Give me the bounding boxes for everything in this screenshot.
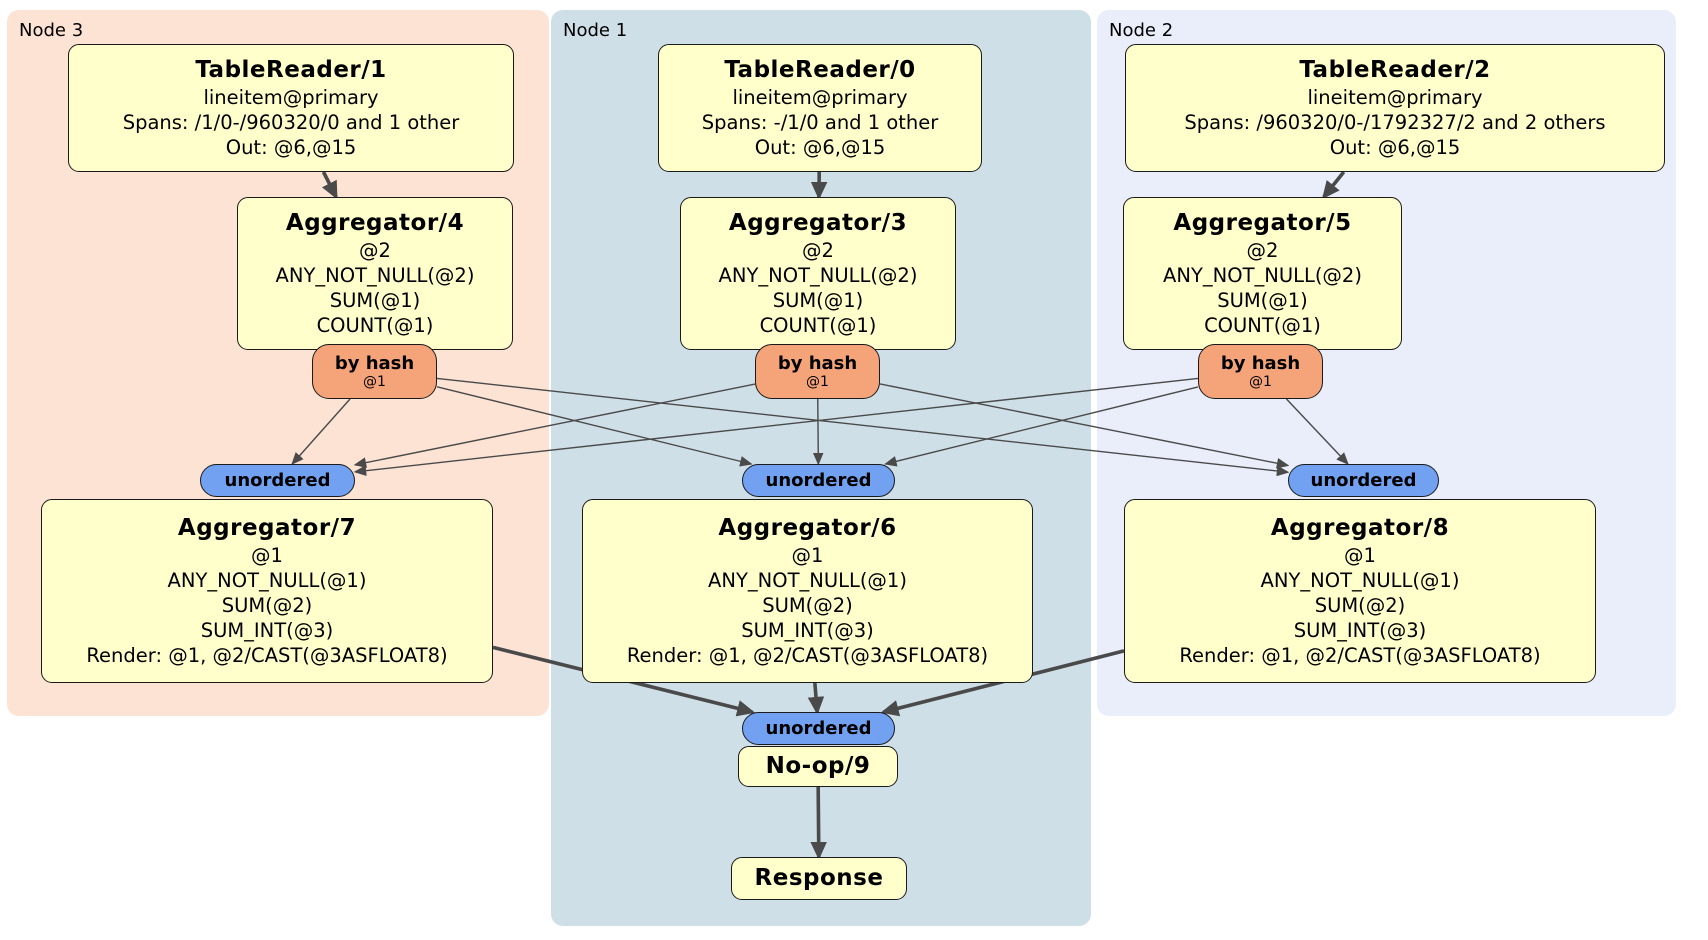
node-detail-line: Spans: -/1/0 and 1 other [701,111,939,134]
tablereader-1-node: TableReader/1 lineitem@primary Spans: /1… [68,44,514,172]
node-detail-line: @1 [251,544,283,567]
sync-label: unordered [765,718,872,739]
unordered-sync-7: unordered [200,464,355,497]
node-detail-line: Render: @1, @2/CAST(@3ASFLOAT8) [1179,644,1541,667]
noop-9-node: No-op/9 [738,746,898,787]
router-detail: @1 [806,374,829,390]
node-title: Aggregator/4 [285,210,465,236]
aggregator-8-node: Aggregator/8 @1 ANY_NOT_NULL(@1) SUM(@2)… [1124,499,1596,683]
node-title: No-op/9 [765,753,871,779]
by-hash-router-3: by hash @1 [755,344,880,399]
node-title: TableReader/0 [724,57,916,83]
node-title: TableReader/1 [195,57,387,83]
aggregator-3-node: Aggregator/3 @2 ANY_NOT_NULL(@2) SUM(@1)… [680,197,956,350]
sync-label: unordered [224,470,331,491]
region-node-2-label: Node 2 [1109,20,1174,41]
node-detail-line: Render: @1, @2/CAST(@3ASFLOAT8) [626,644,989,667]
node-detail-line: COUNT(@1) [1204,314,1321,337]
unordered-sync-final: unordered [742,712,895,745]
node-detail-line: @2 [359,239,391,262]
region-node-1-label: Node 1 [563,20,628,41]
node-title: Aggregator/3 [728,210,908,236]
node-detail-line: SUM_INT(@3) [200,619,334,642]
aggregator-4-node: Aggregator/4 @2 ANY_NOT_NULL(@2) SUM(@1)… [237,197,513,350]
node-detail-line: lineitem@primary [203,86,379,109]
node-detail-line: ANY_NOT_NULL(@1) [167,569,367,592]
node-detail-line: @1 [1344,544,1376,567]
region-node-3-label: Node 3 [19,20,84,41]
sync-label: unordered [1310,470,1417,491]
node-detail-line: Render: @1, @2/CAST(@3ASFLOAT8) [86,644,448,667]
node-detail-line: SUM(@1) [772,289,864,312]
router-label: by hash [334,353,415,374]
by-hash-router-4: by hash @1 [312,344,437,399]
node-detail-line: ANY_NOT_NULL(@2) [1163,264,1362,287]
unordered-sync-6: unordered [742,464,895,497]
tablereader-2-node: TableReader/2 lineitem@primary Spans: /9… [1125,44,1665,172]
node-detail-line: SUM(@2) [762,594,853,617]
node-title: TableReader/2 [1299,57,1491,83]
router-label: by hash [777,353,858,374]
node-detail-line: Spans: /1/0-/960320/0 and 1 other [122,111,460,134]
node-detail-line: SUM_INT(@3) [1293,619,1427,642]
node-title: Aggregator/7 [177,515,357,541]
node-detail-line: lineitem@primary [732,86,908,109]
node-detail-line: ANY_NOT_NULL(@1) [708,569,907,592]
node-detail-line: SUM(@2) [1314,594,1406,617]
node-detail-line: SUM(@1) [1217,289,1308,312]
node-detail-line: SUM(@2) [221,594,313,617]
tablereader-0-node: TableReader/0 lineitem@primary Spans: -/… [658,44,982,172]
node-detail-line: @2 [802,239,834,262]
node-title: Aggregator/5 [1173,210,1352,236]
aggregator-5-node: Aggregator/5 @2 ANY_NOT_NULL(@2) SUM(@1)… [1123,197,1402,350]
node-detail-line: Out: @6,@15 [754,136,886,159]
node-detail-line: SUM_INT(@3) [741,619,874,642]
response-node: Response [731,857,907,900]
node-title: Aggregator/8 [1270,515,1450,541]
node-detail-line: ANY_NOT_NULL(@2) [718,264,918,287]
node-detail-line: COUNT(@1) [316,314,434,337]
node-detail-line: Out: @6,@15 [225,136,357,159]
node-title: Aggregator/6 [718,515,897,541]
node-detail-line: ANY_NOT_NULL(@2) [275,264,475,287]
node-detail-line: SUM(@1) [329,289,421,312]
node-detail-line: Spans: /960320/0-/1792327/2 and 2 others [1184,111,1606,134]
node-title: Response [754,865,884,891]
router-detail: @1 [363,374,386,390]
node-detail-line: lineitem@primary [1307,86,1483,109]
sync-label: unordered [765,470,872,491]
node-detail-line: ANY_NOT_NULL(@1) [1260,569,1460,592]
node-detail-line: @1 [791,544,824,567]
unordered-sync-8: unordered [1288,464,1439,497]
node-detail-line: COUNT(@1) [759,314,877,337]
aggregator-6-node: Aggregator/6 @1 ANY_NOT_NULL(@1) SUM(@2)… [582,499,1033,683]
router-label: by hash [1220,353,1301,374]
node-detail-line: @2 [1246,239,1279,262]
node-detail-line: Out: @6,@15 [1329,136,1461,159]
router-detail: @1 [1249,374,1272,390]
by-hash-router-5: by hash @1 [1198,344,1323,399]
aggregator-7-node: Aggregator/7 @1 ANY_NOT_NULL(@1) SUM(@2)… [41,499,493,683]
